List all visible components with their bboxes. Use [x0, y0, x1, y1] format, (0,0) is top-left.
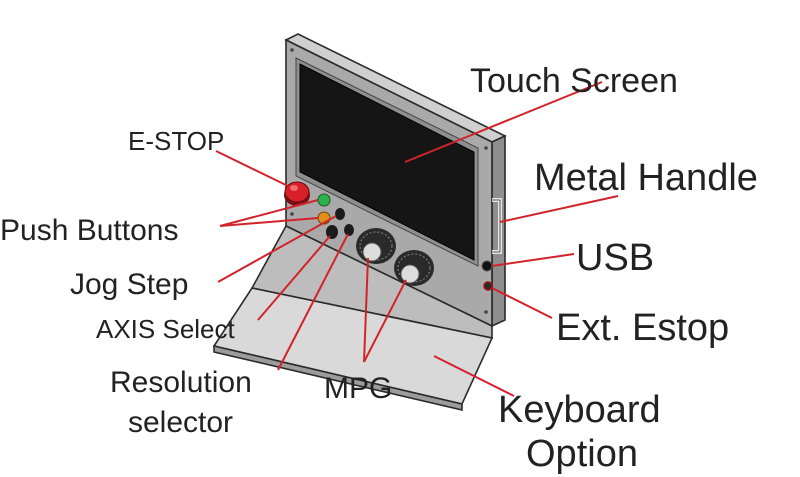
label-jog-step: Jog Step [70, 268, 188, 301]
leader-axis-select [257, 235, 331, 321]
jog-step-knob-icon [335, 208, 345, 220]
leader-mpg-left [363, 257, 369, 363]
mpg-wheel-icon [356, 228, 396, 264]
screw-icon [484, 146, 488, 150]
leader-e-stop [215, 150, 289, 187]
label-ext-estop: Ext. Estop [556, 307, 729, 349]
green-push-button-icon [317, 193, 331, 207]
screw-icon [290, 48, 294, 52]
touch-screen [299, 63, 475, 261]
label-usb: USB [576, 237, 654, 279]
leader-push-button-green [219, 199, 319, 227]
leader-resolution [277, 233, 349, 371]
label-metal-handle: Metal Handle [534, 157, 758, 199]
leader-metal-handle [499, 195, 619, 223]
screw-icon [290, 212, 294, 216]
leader-ext-estop [491, 287, 553, 319]
leader-usb [491, 253, 575, 267]
label-keyboard-line1: Keyboard [498, 389, 661, 431]
label-keyboard-line2: Option [526, 433, 638, 475]
leader-mpg-right [363, 279, 407, 363]
estop-icon [284, 181, 310, 206]
leader-push-button-amber [219, 217, 319, 227]
leader-touch-screen [404, 81, 603, 163]
leader-lines [215, 81, 619, 397]
label-axis-select: AXIS Select [96, 314, 236, 344]
label-resolution-line2: selector [128, 406, 233, 439]
label-resolution-line1: Resolution [110, 366, 252, 399]
label-push-buttons: Push Buttons [0, 214, 178, 247]
callout-labels: Touch Screen E-STOP Metal Handle Push Bu… [0, 62, 758, 475]
screw-icon [484, 310, 488, 314]
keyboard-tray-lip [213, 344, 463, 412]
leader-jog-step [217, 215, 337, 283]
leader-keyboard [433, 355, 515, 397]
label-e-stop: E-STOP [128, 126, 224, 156]
ext-estop-jack-icon [483, 281, 493, 291]
label-mpg: MPG [324, 372, 392, 405]
resolution-knob-icon [344, 224, 354, 236]
label-touch-screen: Touch Screen [470, 62, 678, 100]
usb-port-icon [481, 260, 493, 272]
mpg-wheel-icon [394, 250, 434, 286]
control-pendant [212, 33, 507, 412]
axis-select-knob-icon [326, 225, 338, 239]
